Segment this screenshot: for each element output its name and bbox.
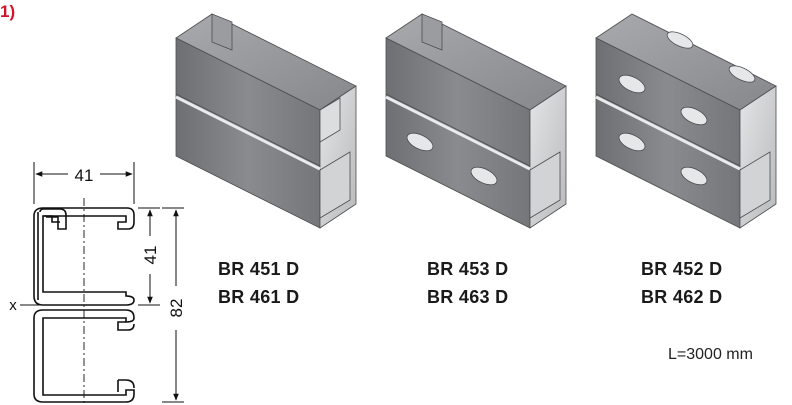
width-dimension-text: 41 bbox=[75, 166, 94, 185]
dimension-height bbox=[162, 207, 184, 403]
upper-channel-outline bbox=[33, 207, 135, 306]
product-code: BR 451 D bbox=[218, 259, 300, 279]
x-axis-label: x bbox=[9, 297, 17, 314]
product-label-1: BR 451 D BR 461 D bbox=[218, 255, 299, 311]
product-code: BR 463 D bbox=[427, 287, 509, 307]
height-dimension-text: 82 bbox=[167, 299, 186, 318]
channel-render-slotted-both bbox=[595, 13, 777, 229]
channel-render-slotted-lower bbox=[385, 13, 567, 229]
product-code: BR 461 D bbox=[218, 287, 300, 307]
product-code: BR 452 D bbox=[641, 259, 723, 279]
dimension-half-height bbox=[138, 207, 160, 306]
cross-section-drawing bbox=[33, 207, 135, 403]
middle-right-lip bbox=[117, 321, 135, 331]
lower-right-lip bbox=[118, 379, 135, 389]
product-code: BR 453 D bbox=[427, 259, 509, 279]
length-note: L=3000 mm bbox=[668, 346, 753, 363]
lower-channel-outline bbox=[33, 309, 135, 403]
half-height-dimension-text: 41 bbox=[141, 246, 160, 265]
channel-render-plain bbox=[175, 13, 357, 229]
dimension-width bbox=[33, 162, 135, 204]
product-code: BR 462 D bbox=[641, 287, 723, 307]
product-label-3: BR 452 D BR 462 D bbox=[641, 255, 722, 311]
figure-marker: 1) bbox=[0, 2, 16, 21]
product-label-2: BR 453 D BR 463 D bbox=[427, 255, 508, 311]
upper-left-lip bbox=[39, 208, 67, 230]
upper-lip-left bbox=[43, 215, 60, 223]
